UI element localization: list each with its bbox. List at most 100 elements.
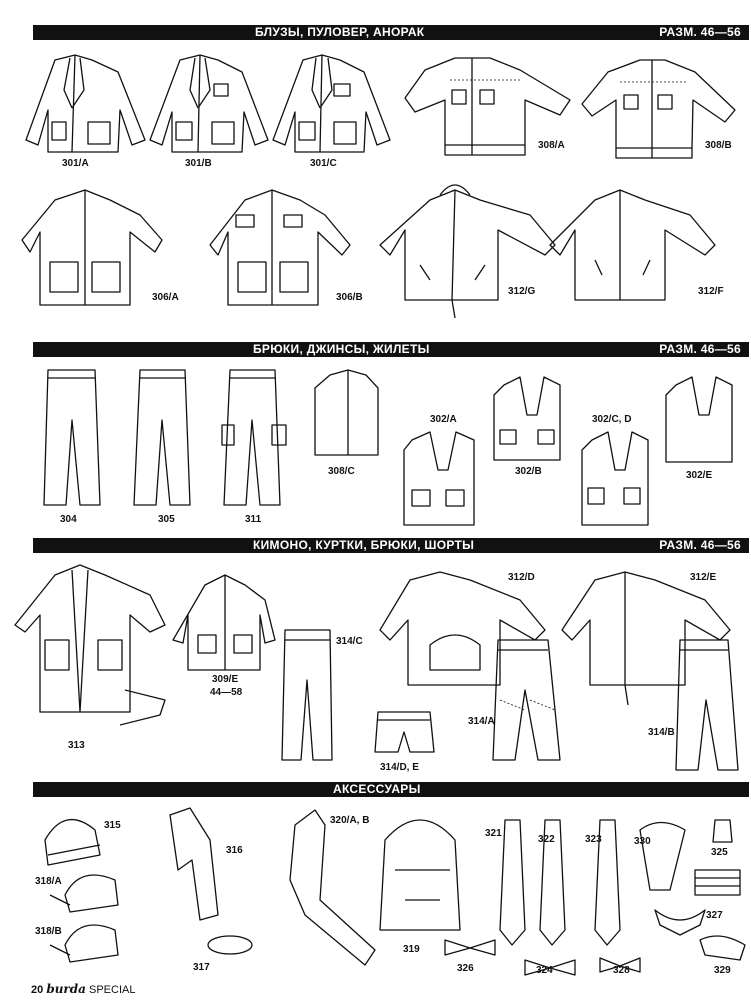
pattern-label-301a: 301/A bbox=[62, 158, 89, 169]
pattern-label-329: 329 bbox=[714, 965, 731, 976]
jeans-305-illustration bbox=[133, 369, 191, 506]
pattern-label-302a: 302/A bbox=[430, 414, 457, 425]
pattern-label-327: 327 bbox=[706, 910, 723, 921]
pattern-label-305: 305 bbox=[158, 514, 175, 525]
pattern-label-324: 324 bbox=[536, 965, 553, 976]
pattern-label-318b: 318/B bbox=[35, 926, 62, 937]
sweatshirt-312d-illustration bbox=[379, 571, 546, 686]
pattern-label-320ab: 320/A, B bbox=[330, 815, 370, 826]
bowtie-328-illustration bbox=[599, 957, 641, 973]
pattern-label-312f: 312/F bbox=[698, 286, 724, 297]
section-title: БРЮКИ, ДЖИНСЫ, ЖИЛЕТЫ bbox=[253, 342, 430, 356]
pattern-label-309e: 309/E bbox=[212, 674, 239, 685]
coat-306a-illustration bbox=[21, 189, 163, 306]
size-range: РАЗМ. 46—56 bbox=[659, 342, 741, 356]
pattern-label-311: 311 bbox=[245, 514, 262, 525]
jacket-308b-illustration bbox=[581, 59, 736, 159]
pattern-label-312g: 312/G bbox=[508, 286, 536, 297]
jacket-301c-illustration bbox=[272, 54, 391, 153]
pattern-label-322: 322 bbox=[538, 834, 555, 845]
pattern-label-306a: 306/A bbox=[152, 292, 179, 303]
pattern-label-306b: 306/B bbox=[336, 292, 363, 303]
cummerbund-illustration bbox=[694, 869, 741, 896]
vest-302a-illustration bbox=[403, 431, 475, 526]
trousers-314c-illustration bbox=[281, 629, 333, 761]
pattern-label-308b: 308/B bbox=[705, 140, 732, 151]
jacket-308a-illustration bbox=[404, 57, 571, 156]
beanie-315-illustration bbox=[44, 818, 101, 866]
cravat-330-illustration bbox=[639, 821, 686, 891]
pattern-label-317: 317 bbox=[193, 962, 210, 973]
size-range: РАЗМ. 46—56 bbox=[659, 538, 741, 552]
pattern-label-325: 325 bbox=[711, 847, 728, 858]
pattern-label-313: 313 bbox=[68, 740, 85, 751]
pattern-label-312d: 312/D bbox=[508, 572, 535, 583]
pattern-label-316: 316 bbox=[226, 845, 243, 856]
pattern-label-321: 321 bbox=[485, 828, 502, 839]
pattern-label-314de: 314/D, E bbox=[380, 762, 419, 773]
pattern-label-326: 326 bbox=[457, 963, 474, 974]
anorak-312g-illustration bbox=[379, 184, 556, 319]
cap-318a-illustration bbox=[49, 874, 119, 913]
pants-314a-illustration bbox=[492, 639, 561, 761]
jacket-301a-illustration bbox=[25, 54, 146, 153]
section-bar-trousers: БРЮКИ, ДЖИНСЫ, ЖИЛЕТЫ РАЗМ. 46—56 bbox=[33, 342, 749, 357]
pattern-label-302b: 302/B bbox=[515, 466, 542, 477]
shorts-314de-illustration bbox=[374, 711, 435, 753]
headband-317-illustration bbox=[207, 935, 253, 955]
brand-logo: burda bbox=[46, 982, 86, 996]
pattern-label-304: 304 bbox=[60, 514, 77, 525]
jacket-309e-illustration bbox=[172, 574, 276, 671]
section-title: КИМОНО, КУРТКИ, БРЮКИ, ШОРТЫ bbox=[253, 538, 475, 552]
pattern-label-319: 319 bbox=[403, 944, 420, 955]
pattern-label-302e: 302/E bbox=[686, 470, 713, 481]
collar-327-illustration bbox=[654, 909, 706, 936]
brand-suffix: SPECIAL bbox=[88, 984, 136, 996]
pattern-label-315: 315 bbox=[104, 820, 121, 831]
pattern-label-314a: 314/A bbox=[468, 716, 495, 727]
kimono-313-illustration bbox=[14, 564, 166, 726]
pattern-label-328: 328 bbox=[613, 965, 630, 976]
pattern-label-301c: 301/C bbox=[310, 158, 337, 169]
pants-314b-illustration bbox=[675, 639, 739, 771]
scarf-316-illustration bbox=[169, 807, 219, 921]
bowtie-326-illustration bbox=[444, 939, 496, 956]
pattern-label-314c: 314/C bbox=[336, 636, 363, 647]
vest-308c-illustration bbox=[314, 369, 379, 456]
collar-329-illustration bbox=[699, 935, 746, 961]
jacket-301b-illustration bbox=[149, 54, 269, 153]
pattern-size-44-58: 44—58 bbox=[210, 687, 243, 698]
jacket-312e-illustration bbox=[561, 571, 731, 706]
cap-318b-illustration bbox=[49, 924, 119, 963]
collar-325-illustration bbox=[712, 819, 733, 843]
vest-302cd-illustration bbox=[581, 431, 649, 526]
section-bar-blouses: БЛУЗЫ, ПУЛОВЕР, АНОРАК РАЗМ. 46—56 bbox=[33, 25, 749, 40]
coat-306b-illustration bbox=[209, 189, 351, 306]
page-footer: 20 burda SPECIAL bbox=[31, 982, 135, 996]
scarf-320ab-illustration bbox=[289, 809, 376, 966]
pattern-label-308c: 308/C bbox=[328, 466, 355, 477]
cargo-311-illustration bbox=[221, 369, 287, 506]
pattern-label-308a: 308/A bbox=[538, 140, 565, 151]
trousers-304-illustration bbox=[43, 369, 101, 506]
page-number: 20 bbox=[31, 984, 44, 996]
backpack-319-illustration bbox=[379, 819, 461, 931]
section-title: АКСЕССУАРЫ bbox=[333, 782, 421, 796]
vest-302b-illustration bbox=[493, 376, 561, 461]
pattern-label-301b: 301/B bbox=[185, 158, 212, 169]
pattern-label-302cd: 302/C, D bbox=[592, 414, 632, 425]
tie-322-illustration bbox=[539, 819, 566, 946]
tie-321-illustration bbox=[499, 819, 526, 946]
section-bar-kimono: КИМОНО, КУРТКИ, БРЮКИ, ШОРТЫ РАЗМ. 46—56 bbox=[33, 538, 749, 553]
pattern-label-314b: 314/B bbox=[648, 727, 675, 738]
tie-323-illustration bbox=[594, 819, 621, 946]
bowtie-324-illustration bbox=[524, 959, 576, 976]
section-title: БЛУЗЫ, ПУЛОВЕР, АНОРАК bbox=[255, 25, 425, 39]
vest-302e-illustration bbox=[665, 376, 733, 463]
pattern-label-323: 323 bbox=[585, 834, 602, 845]
section-bar-accessories: АКСЕССУАРЫ bbox=[33, 782, 749, 797]
pattern-label-318a: 318/A bbox=[35, 876, 62, 887]
anorak-312f-illustration bbox=[549, 189, 716, 301]
pattern-label-312e: 312/E bbox=[690, 572, 717, 583]
